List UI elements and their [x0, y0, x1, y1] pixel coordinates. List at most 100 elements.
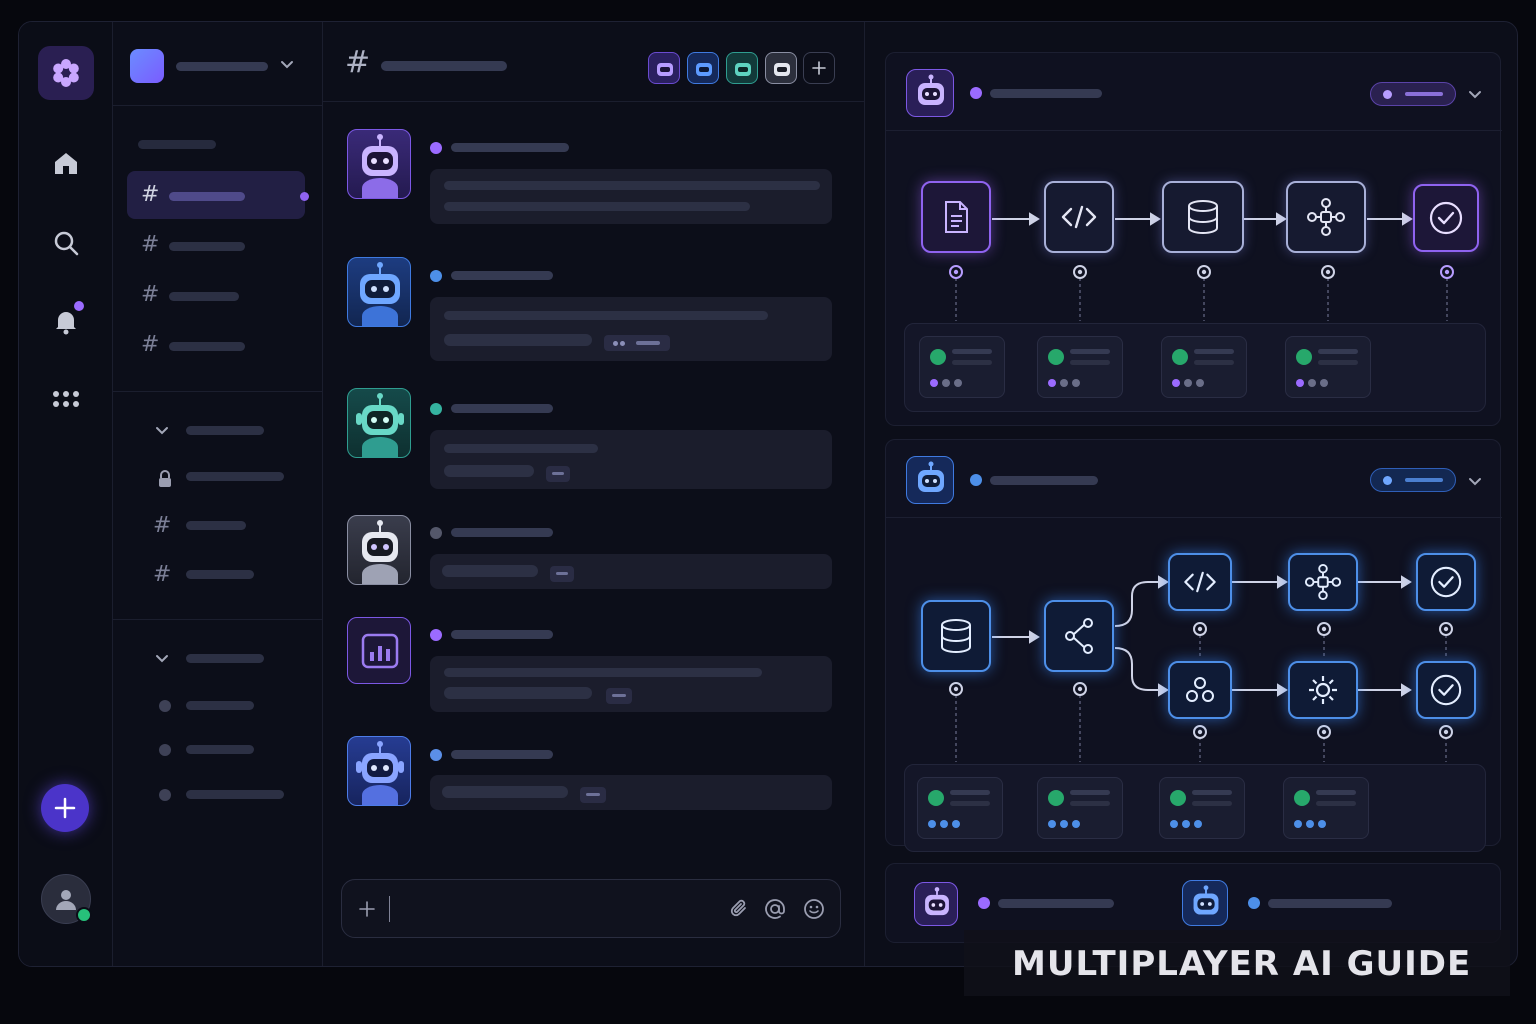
workflow-node-code[interactable] [1168, 553, 1232, 611]
chart-icon [361, 633, 399, 669]
bot-avatar[interactable] [347, 388, 411, 458]
message-bubble [430, 430, 832, 489]
member-avatar[interactable] [765, 52, 797, 84]
bot-avatar[interactable] [347, 129, 411, 199]
workflow-node-network[interactable] [1288, 553, 1358, 611]
divider [323, 101, 865, 102]
app-logo[interactable] [38, 46, 94, 100]
workflow-status-pill[interactable] [1370, 468, 1456, 492]
chevron-down-icon[interactable] [1468, 477, 1482, 487]
workflow-agent-avatar[interactable] [906, 456, 954, 504]
reaction-chip[interactable] [580, 787, 606, 803]
bot-avatar-icon [360, 262, 400, 326]
channel-item[interactable]: # [127, 278, 305, 314]
result-card[interactable] [1037, 777, 1123, 839]
progress-dot [1048, 820, 1056, 828]
chip-label [552, 472, 564, 475]
mention-icon[interactable] [764, 898, 786, 920]
reaction-chip[interactable] [550, 566, 574, 582]
result-card[interactable] [1283, 777, 1369, 839]
message-composer[interactable] [341, 879, 841, 938]
chevron-down-icon[interactable] [1468, 90, 1482, 100]
workflow-node-code[interactable] [1044, 181, 1114, 253]
channel-item[interactable]: # [127, 560, 305, 596]
reaction-chip[interactable] [606, 688, 632, 704]
chevron-down-icon[interactable] [280, 60, 294, 70]
result-card[interactable] [919, 336, 1005, 398]
user-avatar[interactable] [41, 874, 92, 924]
result-title [1070, 349, 1110, 354]
result-card[interactable] [1159, 777, 1245, 839]
message-bubble [430, 775, 832, 810]
workspace-logo[interactable] [130, 49, 164, 83]
check-circle-icon [1048, 790, 1064, 806]
channel-item[interactable]: # [127, 511, 305, 547]
attach-icon[interactable] [729, 898, 751, 920]
result-card[interactable] [917, 777, 1003, 839]
emoji-icon[interactable] [803, 898, 825, 920]
direct-message-item[interactable] [127, 690, 305, 722]
channel-item[interactable]: # [127, 328, 305, 364]
workflow-node-settings[interactable] [1288, 661, 1358, 719]
bot-avatar[interactable] [347, 515, 411, 585]
progress-dot [1320, 379, 1328, 387]
status-dot [430, 403, 442, 415]
workflow-node-database[interactable] [1162, 181, 1244, 253]
chevron-down-icon[interactable] [155, 654, 169, 664]
result-card[interactable] [1285, 336, 1371, 398]
bot-avatar-icon [925, 887, 949, 916]
bot-avatar[interactable] [347, 257, 411, 327]
result-card[interactable] [1037, 336, 1123, 398]
cluster-icon [1186, 677, 1214, 702]
workflow-status-pill[interactable] [1370, 82, 1456, 106]
workflow-node-cluster[interactable] [1168, 661, 1232, 719]
status-dot [430, 749, 442, 761]
message-text-line [442, 786, 568, 798]
home-icon [55, 153, 77, 174]
add-member-button[interactable] [803, 52, 835, 84]
workflow-node-complete[interactable] [1413, 184, 1479, 252]
check-circle-icon [1430, 674, 1462, 706]
progress-dot [1072, 820, 1080, 828]
hash-icon: # [153, 562, 172, 587]
reaction-chip[interactable] [546, 466, 570, 482]
workflow-agent-avatar[interactable] [906, 69, 954, 117]
notifications-button[interactable] [48, 301, 84, 339]
lock-icon [159, 470, 171, 487]
reaction-chip[interactable] [604, 335, 670, 351]
bot-avatar[interactable] [347, 617, 411, 684]
divider [886, 130, 1502, 131]
check-circle-icon [1430, 566, 1462, 598]
apps-button[interactable] [48, 382, 84, 418]
channel-item[interactable]: # [127, 228, 305, 264]
result-card[interactable] [1161, 336, 1247, 398]
plus-icon[interactable] [358, 900, 376, 918]
app-logo-icon [53, 59, 79, 87]
workflow-node-complete[interactable] [1416, 553, 1476, 611]
workflow-node-complete[interactable] [1416, 661, 1476, 719]
member-avatar[interactable] [726, 52, 758, 84]
workflow-node-document[interactable] [921, 181, 991, 253]
workflow-node-network[interactable] [1286, 181, 1366, 253]
search-button[interactable] [48, 225, 84, 261]
chip-label [636, 341, 660, 345]
channel-item-private[interactable] [127, 462, 305, 498]
agent-avatar[interactable] [1182, 880, 1228, 926]
progress-dot [1060, 379, 1068, 387]
watermark-text: MULTIPLAYER AI GUIDE [1012, 944, 1472, 984]
channel-item-label [169, 342, 245, 351]
create-button[interactable] [41, 784, 89, 832]
message-input[interactable] [394, 896, 714, 922]
chevron-down-icon[interactable] [155, 426, 169, 436]
member-avatar[interactable] [687, 52, 719, 84]
home-button[interactable] [48, 145, 84, 181]
message-text-line [444, 181, 820, 190]
direct-message-item[interactable] [127, 779, 305, 811]
member-avatar[interactable] [648, 52, 680, 84]
agent-avatar[interactable] [914, 882, 958, 926]
bot-avatar-icon [657, 63, 673, 76]
direct-message-item[interactable] [127, 734, 305, 766]
bot-avatar[interactable] [347, 736, 411, 806]
workflow-node-database[interactable] [921, 600, 991, 672]
workflow-node-branch[interactable] [1044, 600, 1114, 672]
